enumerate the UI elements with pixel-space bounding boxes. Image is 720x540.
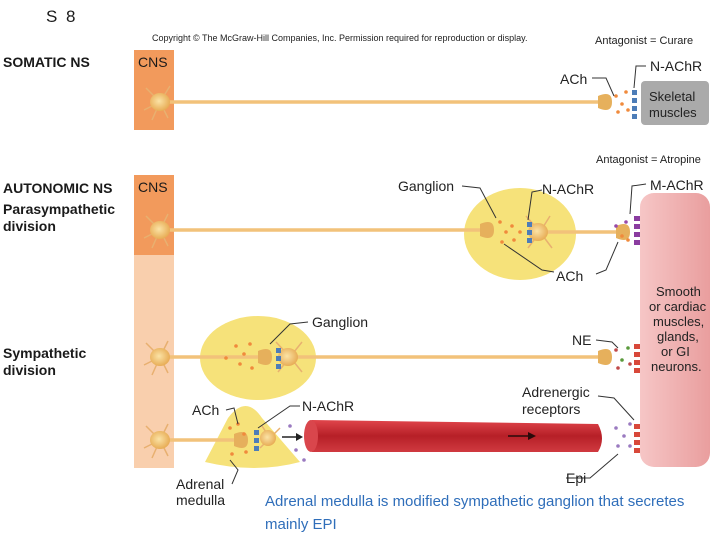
somatic-terminal — [598, 94, 612, 110]
sym-preganglionic-soma — [150, 348, 170, 366]
sympathetic-title-line1: Sympathetic — [3, 345, 87, 361]
blood-vessel-opening — [304, 420, 318, 452]
skeletal-muscles-line1: Skeletal — [649, 89, 696, 104]
autonomic-cns-label: CNS — [138, 179, 168, 195]
adrenal-medulla-leader — [229, 459, 239, 485]
ach-vesicles — [224, 90, 630, 456]
parasym-ganglion-label: Ganglion — [398, 178, 455, 194]
adrenergic-receptors-line2: receptors — [522, 401, 581, 417]
parasym-nachr-label: N-AChR — [542, 181, 595, 197]
nicotinic-receptors — [254, 90, 637, 451]
adrenal-medulla-region — [205, 406, 300, 468]
copyright-notice: Copyright © The McGraw-Hill Companies, I… — [152, 33, 528, 43]
sym-ganglion-label: Ganglion — [312, 314, 369, 330]
parasym-postganglionic-terminal — [616, 224, 630, 240]
somatic-nachr-leader — [633, 65, 646, 89]
sym-ne-leader — [595, 339, 619, 349]
blood-flow-arrowhead — [528, 432, 536, 440]
terminal-group — [234, 94, 630, 448]
somatic-ach-leader — [592, 77, 615, 97]
visceral-target-line5: or GI — [661, 344, 690, 359]
parasym-machr-label: M-AChR — [650, 177, 704, 193]
sym-ganglion-leader — [269, 321, 309, 345]
sym-ganglion-neuron-soma — [278, 348, 298, 366]
parasym-ach-label: ACh — [556, 268, 584, 284]
parasym-ganglion-leader — [461, 185, 497, 219]
adrenal-nachr-leader — [257, 405, 300, 429]
soma-group — [150, 93, 548, 449]
ne-and-epi-vesicles — [288, 220, 632, 462]
adrenergic-receptors-line1: Adrenergic — [522, 384, 590, 400]
skeletal-muscle-block — [641, 81, 709, 125]
parasym-machr-leader — [629, 183, 647, 215]
secretion-arrowhead — [296, 433, 303, 441]
axon-group — [160, 100, 622, 442]
visceral-target-line4: glands, — [657, 329, 699, 344]
adrenergic-receptors — [634, 344, 640, 453]
adrenal-medulla-line1: Adrenal — [176, 476, 225, 492]
somatic-motor-neuron-soma — [150, 93, 170, 111]
sym-ne-label: NE — [572, 332, 592, 348]
somatic-nachr-label: N-AChR — [650, 58, 703, 74]
slide-caption: Adrenal medulla is modified sympathetic … — [265, 493, 685, 533]
sympathetic-title-line2: division — [3, 362, 56, 378]
somatic-cns-label: CNS — [138, 54, 168, 70]
muscarinic-receptors — [634, 216, 640, 245]
somatic-ach-label: ACh — [560, 71, 588, 87]
leader-lines — [225, 65, 647, 485]
parasym-preganglionic-soma — [150, 221, 170, 239]
somatic-ns-title: SOMATIC NS — [3, 54, 90, 70]
sym-postganglionic-terminal — [598, 349, 612, 365]
slide-number: S 8 — [46, 7, 78, 26]
adrenergic-leader — [597, 395, 635, 421]
adrenal-ach-leader — [225, 407, 239, 425]
chromaffin-cell-soma — [260, 430, 276, 446]
parasympathetic-title-line2: division — [3, 218, 56, 234]
atropine-antagonist: Antagonist = Atropine — [596, 154, 701, 166]
skeletal-muscles-line2: muscles — [649, 105, 697, 120]
curare-antagonist: Antagonist = Curare — [595, 35, 694, 47]
parasym-nachr-leader — [527, 189, 543, 221]
adrenal-nachr-label: N-AChR — [302, 398, 355, 414]
blood-vessel — [307, 420, 602, 452]
parasympathetic-title-line1: Parasympathetic — [3, 201, 116, 217]
parasym-preganglionic-terminal — [480, 222, 494, 238]
visceral-target-line6: neurons. — [651, 359, 702, 374]
visceral-target-line1: Smooth — [656, 284, 701, 299]
adrenal-ach-label: ACh — [192, 402, 220, 418]
parasym-ganglion-neuron-soma — [528, 223, 548, 241]
epi-leader — [566, 453, 619, 479]
parasym-ach-leader — [503, 243, 555, 273]
visceral-target-line3: muscles, — [653, 314, 705, 329]
parasym-ach-leader-2 — [595, 241, 619, 275]
adrenal-preganglionic-soma — [150, 431, 170, 449]
epi-label: Epi — [566, 470, 587, 486]
visceral-target-block — [640, 193, 710, 467]
adrenal-medulla-line2: medulla — [176, 492, 226, 508]
adrenal-terminal — [234, 432, 248, 448]
sym-preganglionic-terminal — [258, 349, 272, 365]
visceral-target-line2: or cardiac — [649, 299, 707, 314]
autonomic-ns-title: AUTONOMIC NS — [3, 180, 113, 196]
